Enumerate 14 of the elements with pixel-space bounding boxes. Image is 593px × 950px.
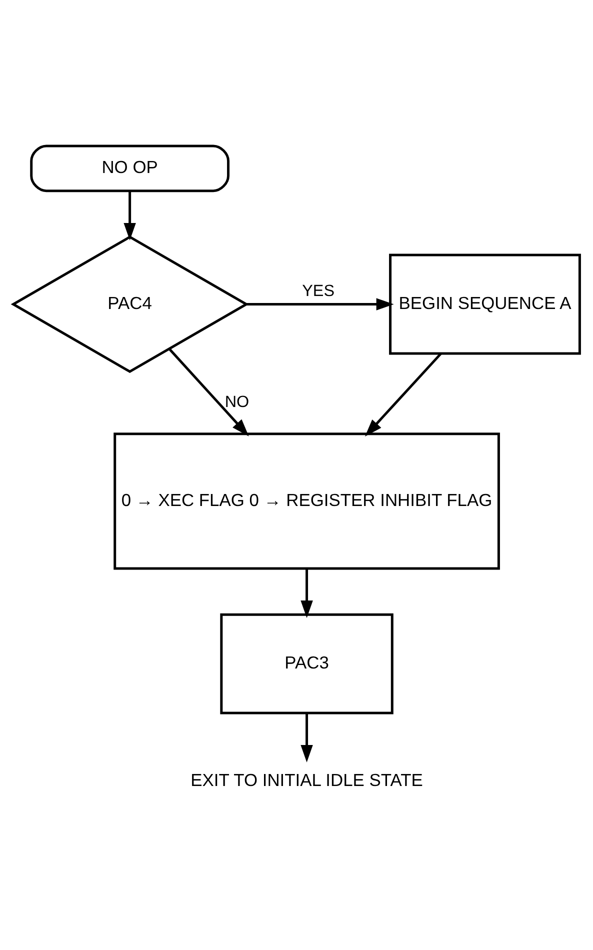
- edge-label: YES: [302, 282, 335, 300]
- edge-label: NO: [224, 392, 250, 411]
- node-box: BEGIN SEQUENCE A: [389, 254, 581, 355]
- node-box: NO OP: [30, 144, 230, 192]
- node-diamond: PAC4: [10, 236, 249, 373]
- arrow: [168, 348, 249, 436]
- node-box: PAC3: [220, 613, 394, 714]
- node-box: 0 → XEC FLAG 0 → REGISTER INHIBIT FLAG: [114, 432, 500, 570]
- node-text: EXIT TO INITIAL IDLE STATE: [190, 770, 423, 790]
- arrow: [300, 568, 313, 618]
- arrow: [300, 713, 313, 762]
- arrow: [246, 298, 394, 310]
- arrow: [364, 352, 442, 436]
- arrow: [124, 191, 136, 240]
